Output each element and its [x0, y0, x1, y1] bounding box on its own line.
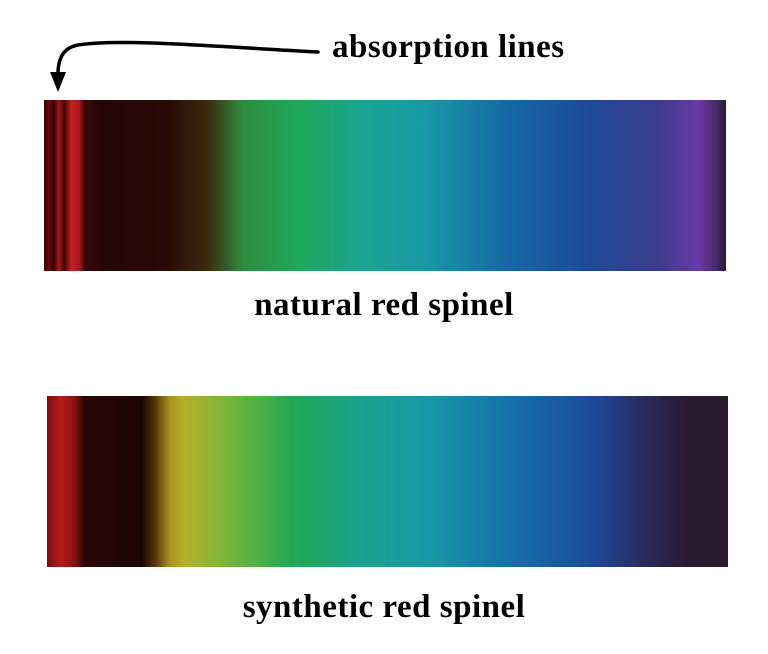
- synthetic-spinel-caption: synthetic red spinel: [242, 589, 526, 625]
- synthetic-spinel-spectrum: [47, 396, 728, 567]
- curved-arrow-icon: [50, 40, 320, 92]
- natural-spinel-spectrum: [44, 100, 726, 271]
- absorption-lines-label: absorption lines: [332, 29, 565, 65]
- natural-spinel-caption: natural red spinel: [254, 287, 514, 323]
